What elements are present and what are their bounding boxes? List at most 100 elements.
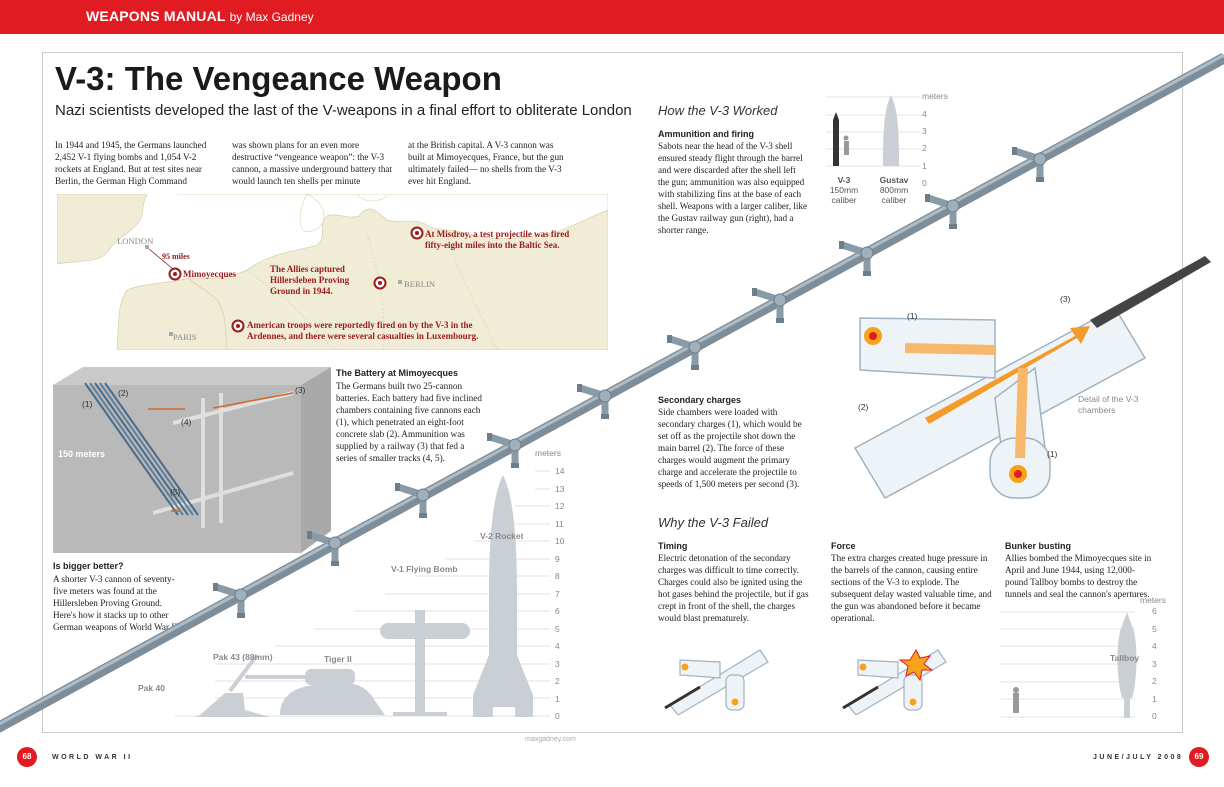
battery-callout-3: (3) — [295, 385, 306, 395]
side-chamber-4 — [487, 433, 522, 468]
map-label-berlin: BERLIN — [404, 279, 436, 289]
tallboy-tick-5: 5 — [1152, 623, 1157, 634]
side-chamber-1 — [213, 583, 248, 618]
battery-callout-1: (1) — [82, 399, 93, 409]
ammo-heading: Ammunition and firing — [658, 129, 754, 139]
header-kicker: WEAPONS MANUAL by Max Gadney — [86, 8, 314, 24]
chamber-callout-1b: (1) — [1047, 449, 1058, 459]
footer-right-text: JUNE/JULY 2008 — [1093, 754, 1184, 761]
comparison-tick-0: 0 — [555, 711, 560, 721]
map-label-paris: PARIS — [173, 332, 197, 342]
page-number-left: 68 — [17, 747, 37, 767]
tallboy-tick-6: 6 — [1152, 606, 1157, 616]
page-number-right: 69 — [1189, 747, 1209, 767]
map-note-ardennes: American troops were reportedly fired on… — [247, 320, 479, 341]
bunker-heading: Bunker busting — [1005, 541, 1072, 551]
battery-callout-5: (5) — [170, 487, 181, 497]
chamber-callout-3: (3) — [1060, 294, 1071, 304]
map-label-distance: 95 miles — [162, 252, 190, 261]
footer-url: maxgadney.com — [525, 736, 576, 743]
map-label-mimoyecques: Mimoyecques — [183, 269, 236, 279]
ammo-text: Sabots near the head of the V-3 shell en… — [658, 141, 808, 235]
tallboy-label: Tallboy — [1110, 653, 1140, 663]
side-chamber-3 — [395, 483, 430, 518]
comparison-unit: meters — [535, 448, 561, 458]
comparison-tick-2: 2 — [555, 676, 560, 686]
force-text: The extra charges created huge pressure … — [831, 553, 992, 623]
comparison-tick-9: 9 — [555, 553, 560, 564]
tallboy-tick-1: 1 — [1152, 693, 1157, 704]
shell-scale — [826, 95, 921, 167]
comparison-tick-4: 4 — [555, 641, 560, 651]
side-chamber-9 — [925, 194, 960, 229]
v3-shell-caliber: 150mm caliber — [829, 185, 859, 205]
shell-tick-4: 4 — [922, 109, 927, 119]
battery-diagram — [53, 367, 331, 553]
v3-shell-label: V-3 150mm caliber — [828, 175, 860, 205]
side-chamber-5 — [577, 384, 612, 419]
side-chamber-2 — [307, 531, 342, 566]
label-v1-flying-bomb: V-1 Flying Bomb — [391, 564, 458, 574]
shell-tick-2: 2 — [922, 143, 927, 154]
secondary-heading: Secondary charges — [658, 395, 742, 405]
comparison-tick-10: 10 — [555, 536, 565, 546]
battery-callout-2: (2) — [118, 388, 129, 398]
page-frame — [42, 52, 1183, 733]
side-chamber-8 — [839, 241, 874, 276]
force-heading: Force — [831, 541, 856, 551]
comparison-tick-6: 6 — [555, 606, 560, 616]
intro-col-3: at the British capital. A V-3 cannon was… — [408, 140, 564, 186]
comparison-tick-1: 1 — [555, 693, 560, 704]
why-heading: Why the V-3 Failed — [658, 515, 769, 530]
tallboy-tick-3: 3 — [1152, 658, 1157, 669]
timing-illustration — [664, 649, 769, 715]
section-name: WEAPONS MANUAL — [86, 8, 226, 24]
battery-callout-4: (4) — [181, 417, 192, 427]
shell-tick-3: 3 — [922, 126, 927, 137]
label-v2-rocket: V-2 Rocket — [480, 531, 524, 541]
battery-heading: The Battery at Mimoyecques — [336, 368, 459, 378]
comparison-tick-5: 5 — [555, 623, 560, 634]
shell-tick-1: 1 — [922, 160, 927, 171]
tallboy-tick-4: 4 — [1152, 641, 1157, 651]
intro-col-1: In 1944 and 1945, the Germans launched 2… — [55, 140, 207, 186]
secondary-text: Side chambers were loaded with secondary… — [658, 407, 802, 489]
v3-shell-name: V-3 — [837, 175, 851, 185]
weapons-size-comparison — [175, 470, 550, 717]
how-heading: How the V-3 Worked — [658, 103, 778, 118]
comparison-tick-14: 14 — [555, 466, 565, 476]
label-pak40: Pak 40 — [138, 683, 165, 693]
gustav-shell-label: Gustav 800mm caliber — [876, 175, 912, 205]
footer-left-text: WORLD WAR II — [52, 754, 133, 761]
comparison-tick-11: 11 — [555, 518, 564, 529]
tallboy-tick-0: 0 — [1152, 711, 1157, 721]
europe-map — [57, 194, 608, 350]
tallboy-scale — [1000, 611, 1137, 718]
chamber-callout-1: (1) — [907, 311, 918, 321]
comparison-tick-7: 7 — [555, 588, 560, 599]
chamber-detail-label: Detail of the V-3 chambers — [1078, 394, 1139, 415]
side-chamber-7 — [752, 288, 787, 323]
header-bar: WEAPONS MANUAL by Max Gadney — [0, 0, 1224, 34]
battery-depth-label: 150 meters — [58, 449, 106, 459]
intro-col-2: was shown plans for an even more destruc… — [232, 140, 393, 186]
byline: by Max Gadney — [229, 10, 314, 24]
side-chamber-10 — [1012, 147, 1047, 182]
timing-heading: Timing — [658, 541, 688, 551]
page-title: V-3: The Vengeance Weapon — [55, 60, 502, 97]
label-tiger-ii: Tiger II — [324, 654, 352, 664]
map-label-london: LONDON — [117, 236, 154, 246]
comparison-tick-3: 3 — [555, 658, 560, 669]
timing-text: Electric detonation of the secondary cha… — [658, 553, 809, 623]
side-chamber-6 — [667, 335, 702, 370]
map-note-misdroy: At Misdroy, a test projectile was fired … — [425, 229, 570, 250]
chamber-detail-diagram — [853, 256, 1211, 499]
force-illustration — [842, 648, 947, 715]
chamber-callout-2: (2) — [858, 402, 869, 412]
tallboy-tick-2: 2 — [1152, 676, 1157, 686]
map-markers — [145, 226, 424, 336]
tallboy-unit: meters — [1140, 595, 1166, 605]
comparison-tick-12: 12 — [555, 501, 565, 511]
map-note-hillersleben: The Allies captured Hillersleben Proving… — [270, 264, 350, 296]
